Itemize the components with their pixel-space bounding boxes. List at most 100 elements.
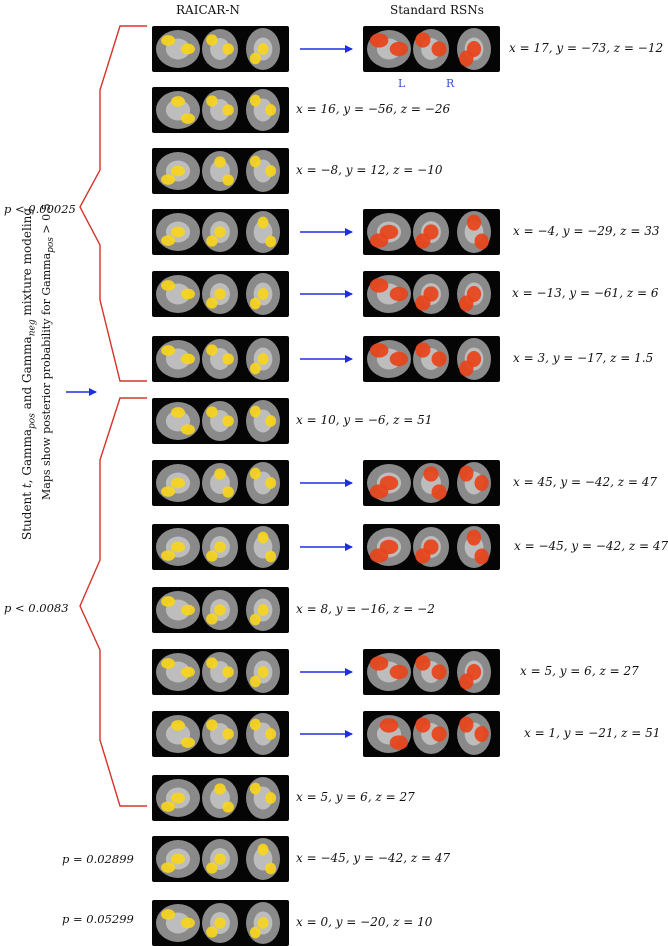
coordinate-label: x = 17, y = −73, z = −12 — [509, 41, 664, 55]
axial-slice-icon — [457, 211, 491, 253]
left-hemisphere-label: L — [398, 77, 406, 90]
axial-slice-icon — [457, 462, 491, 504]
raicar-map-panel — [152, 209, 289, 255]
sagittal-slice-icon — [156, 464, 200, 502]
axial-slice-icon — [246, 89, 280, 131]
coordinate-label: x = 1, y = −21, z = 51 — [524, 726, 661, 740]
axial-slice-icon — [457, 526, 491, 568]
coordinate-label: x = 8, y = −16, z = −2 — [296, 602, 435, 616]
axial-slice-icon — [246, 28, 280, 70]
coronal-slice-icon — [202, 590, 238, 630]
sagittal-slice-icon — [156, 591, 200, 629]
sagittal-slice-icon — [156, 779, 200, 817]
raicar-map-panel — [152, 524, 289, 570]
rsn-map-panel — [363, 209, 500, 255]
coordinate-label: x = 3, y = −17, z = 1.5 — [513, 351, 654, 365]
coronal-slice-icon — [413, 212, 449, 252]
sagittal-slice-icon — [367, 30, 411, 68]
rsn-map-panel — [363, 524, 500, 570]
coordinate-label: x = −13, y = −61, z = 6 — [512, 286, 659, 300]
coronal-slice-icon — [202, 274, 238, 314]
raicar-n-header: RAICAR-N — [176, 3, 240, 17]
rsn-map-panel — [363, 336, 500, 382]
sagittal-slice-icon — [156, 91, 200, 129]
axial-slice-icon — [246, 273, 280, 315]
coronal-slice-icon — [202, 839, 238, 879]
sagittal-slice-icon — [156, 275, 200, 313]
axial-slice-icon — [457, 338, 491, 380]
axial-slice-icon — [457, 713, 491, 755]
axial-slice-icon — [457, 28, 491, 70]
rsn-map-panel — [363, 271, 500, 317]
coronal-slice-icon — [413, 463, 449, 503]
coordinate-label: x = 45, y = −42, z = 47 — [513, 475, 658, 489]
sagittal-slice-icon — [156, 840, 200, 878]
coordinate-label: x = 0, y = −20, z = 10 — [296, 915, 433, 929]
coordinate-label: x = −4, y = −29, z = 33 — [513, 224, 660, 238]
group-label-4: p = 0.05299 — [62, 912, 134, 926]
axial-slice-icon — [246, 902, 280, 944]
coronal-slice-icon — [202, 652, 238, 692]
coordinate-label: x = 5, y = 6, z = 27 — [296, 790, 415, 804]
axial-slice-icon — [246, 713, 280, 755]
coronal-slice-icon — [202, 778, 238, 818]
group-label-2: p < 0.0083 — [4, 601, 69, 615]
axial-slice-icon — [246, 589, 280, 631]
brace-group-1 — [79, 25, 147, 382]
coronal-slice-icon — [202, 212, 238, 252]
raicar-map-panel — [152, 398, 289, 444]
raicar-map-panel — [152, 26, 289, 72]
sagittal-slice-icon — [367, 653, 411, 691]
axial-slice-icon — [246, 338, 280, 380]
sagittal-slice-icon — [156, 402, 200, 440]
sagittal-slice-icon — [367, 340, 411, 378]
axial-slice-icon — [246, 777, 280, 819]
coronal-slice-icon — [413, 714, 449, 754]
rsn-map-panel — [363, 649, 500, 695]
raicar-map-panel — [152, 836, 289, 882]
coronal-slice-icon — [202, 714, 238, 754]
raicar-map-panel — [152, 900, 289, 946]
sagittal-slice-icon — [156, 715, 200, 753]
sagittal-slice-icon — [367, 715, 411, 753]
sagittal-slice-icon — [156, 653, 200, 691]
coronal-slice-icon — [413, 527, 449, 567]
coronal-slice-icon — [202, 29, 238, 69]
coronal-slice-icon — [413, 652, 449, 692]
sagittal-slice-icon — [156, 528, 200, 566]
coordinate-label: x = 5, y = 6, z = 27 — [520, 664, 639, 678]
coronal-slice-icon — [202, 903, 238, 943]
sagittal-slice-icon — [156, 213, 200, 251]
coordinate-label: x = 10, y = −6, z = 51 — [296, 413, 433, 427]
coordinate-label: x = −45, y = −42, z = 47 — [514, 539, 668, 553]
axial-slice-icon — [246, 526, 280, 568]
raicar-map-panel — [152, 148, 289, 194]
axial-slice-icon — [246, 400, 280, 442]
raicar-map-panel — [152, 649, 289, 695]
rsn-map-panel — [363, 711, 500, 757]
coronal-slice-icon — [202, 527, 238, 567]
coronal-slice-icon — [202, 151, 238, 191]
sagittal-slice-icon — [367, 275, 411, 313]
raicar-map-panel — [152, 87, 289, 133]
standard-rsns-header: Standard RSNs — [390, 3, 484, 17]
axial-slice-icon — [457, 273, 491, 315]
rsn-map-panel — [363, 26, 500, 72]
coronal-slice-icon — [413, 274, 449, 314]
axial-slice-icon — [457, 651, 491, 693]
raicar-map-panel — [152, 336, 289, 382]
axial-slice-icon — [246, 651, 280, 693]
sagittal-slice-icon — [367, 528, 411, 566]
coordinate-label: x = −45, y = −42, z = 47 — [296, 851, 451, 865]
raicar-map-panel — [152, 460, 289, 506]
axial-slice-icon — [246, 838, 280, 880]
coronal-slice-icon — [413, 339, 449, 379]
sagittal-slice-icon — [156, 340, 200, 378]
coronal-slice-icon — [202, 339, 238, 379]
sagittal-slice-icon — [156, 152, 200, 190]
rsn-map-panel — [363, 460, 500, 506]
raicar-map-panel — [152, 711, 289, 757]
coordinate-label: x = −8, y = 12, z = −10 — [296, 163, 443, 177]
sagittal-slice-icon — [367, 213, 411, 251]
raicar-map-panel — [152, 587, 289, 633]
